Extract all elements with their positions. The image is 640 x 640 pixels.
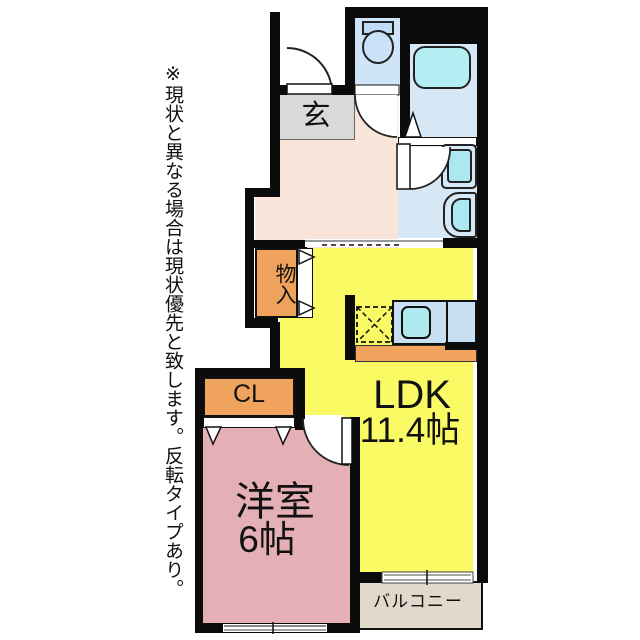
refrigerator-icon-cross xyxy=(356,306,393,343)
notice-text: ※現状と異なる場合は現状優先と致します。反転タイプあり。 xyxy=(162,63,183,598)
wall xyxy=(443,238,488,248)
entrance-door-panel xyxy=(286,83,333,95)
wall xyxy=(345,7,355,95)
wall xyxy=(410,18,488,44)
toilet-door-arc xyxy=(354,94,398,138)
wall xyxy=(477,7,488,583)
toilet-door-threshold xyxy=(354,84,400,96)
storage-label: 物入 xyxy=(273,263,296,305)
wall xyxy=(245,188,280,197)
wall xyxy=(270,85,287,95)
wall xyxy=(345,295,355,360)
washroom-door-swing xyxy=(410,147,451,190)
wall xyxy=(245,240,307,248)
genkan-label: 玄 xyxy=(301,100,331,132)
washroom-door-panel xyxy=(396,143,411,190)
closet-folding-door-icon xyxy=(274,426,293,446)
washbasin-bowl xyxy=(451,198,471,232)
western-room-size-label: 6帖 xyxy=(238,519,296,560)
ldk-label: LDK xyxy=(373,373,451,417)
storage-door xyxy=(297,248,313,318)
balcony-label: バルコニー xyxy=(373,592,463,611)
kitchen-sink-icon xyxy=(401,306,431,339)
genkan-floor xyxy=(277,93,355,140)
closet-folding-door-icon xyxy=(204,426,223,446)
closet-label: CL xyxy=(233,380,265,408)
outside-patch xyxy=(255,93,270,188)
bath-folding-door-icon xyxy=(403,110,423,138)
wall xyxy=(245,318,278,328)
toilet-bowl-icon xyxy=(362,30,394,64)
kitchen-counter-divider xyxy=(446,300,448,345)
washing-machine-tub xyxy=(447,149,472,183)
wall xyxy=(195,368,305,377)
wall xyxy=(195,375,203,633)
wall xyxy=(245,195,254,328)
storage-folding-door-icon xyxy=(298,248,316,266)
wall xyxy=(295,368,305,430)
storage-folding-door-icon xyxy=(298,299,316,317)
wall xyxy=(345,7,488,18)
toilet-door-swing xyxy=(355,95,397,137)
washroom-door-arc xyxy=(409,146,451,190)
western-door-arc xyxy=(302,418,350,466)
western-window xyxy=(223,624,327,632)
hall-ldk-sliding-door xyxy=(305,239,443,247)
western-room-label: 洋室 xyxy=(235,480,315,524)
western-door-panel xyxy=(341,417,353,465)
closet-door-strip xyxy=(203,417,295,428)
ldk-floor-lower xyxy=(352,417,473,575)
wall xyxy=(270,322,280,377)
wall xyxy=(332,85,355,95)
closet-box xyxy=(203,377,295,417)
bath-threshold xyxy=(398,137,477,146)
refrigerator-icon xyxy=(356,306,393,343)
bathtub-icon xyxy=(413,46,471,89)
wall xyxy=(350,417,360,633)
wall xyxy=(358,572,382,583)
wall xyxy=(445,342,477,350)
wall xyxy=(400,7,410,137)
ldk-size-label: 11.4帖 xyxy=(359,411,461,450)
western-door-swing xyxy=(303,419,349,465)
wall xyxy=(270,12,280,197)
